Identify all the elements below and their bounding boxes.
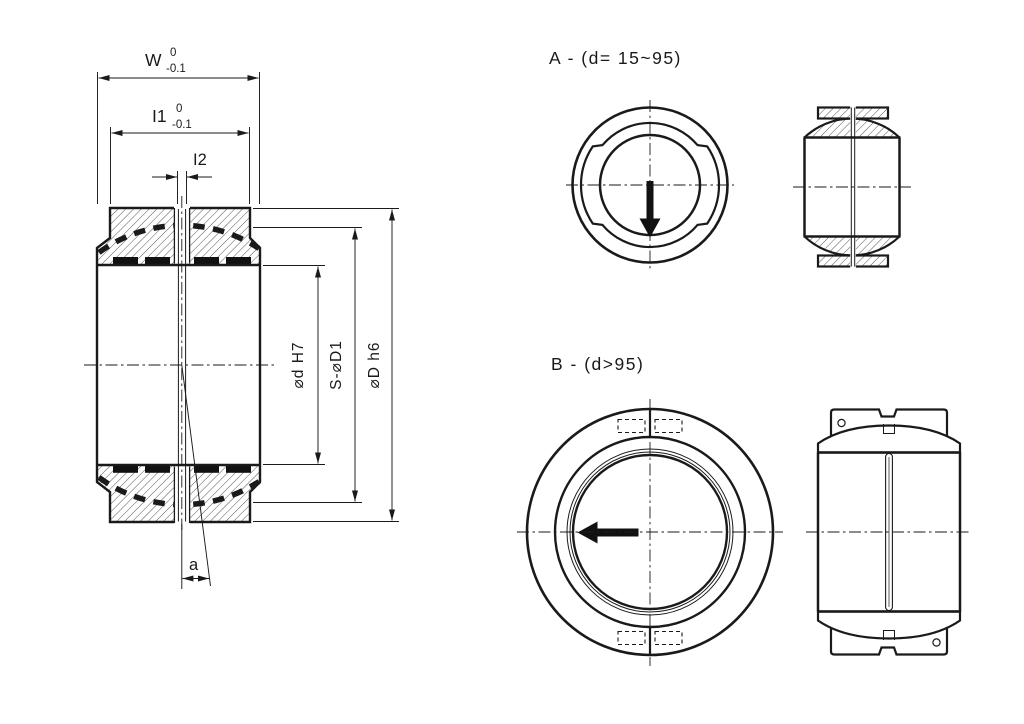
dim-i2-label: I2 [193,151,207,169]
main-section-view: a [84,196,276,589]
tilt-line [181,364,211,587]
dim-sphere-label: S-⌀D1 [328,340,345,390]
b-pin-hole-top [837,418,846,428]
body-outline [95,206,262,524]
a-outer-ring-bore-contour [579,121,721,249]
variant-a-side-view [793,106,911,268]
dim-bore: ⌀d H7 [263,265,325,465]
b-hidden-keys [617,418,683,646]
b-outer-ring-band-bottom [816,610,962,640]
b-pin-hole-bottom [932,638,941,647]
dim-width-w: W 0 -0.1 [97,47,260,204]
dim-w-label: W [145,50,162,70]
dim-i1-tol-upper: 0 [176,103,182,115]
dim-bore-label: ⌀d H7 [290,341,307,388]
dim-inner-width-i1: I1 0 -0.1 [110,103,250,204]
variant-b-front-view [517,399,783,666]
b-split-notch-bottom [883,630,895,640]
angle-label: a [189,556,199,574]
dim-groove-i2: I2 [152,151,212,204]
b-split-notch-top [883,424,895,434]
dim-w-tol-lower: -0.1 [166,63,186,75]
load-arrow-left-icon [577,521,639,544]
b-flange-top [829,408,949,446]
groove-gap-bottom [174,466,190,525]
dim-i1-tol-lower: -0.1 [172,119,192,131]
variant-b-side-view [806,408,972,656]
dim-sphere: S-⌀D1 [253,227,362,503]
variant-a-title: A - (d= 15~95) [549,48,682,68]
b-flange-bottom [829,618,949,656]
variant-a-front-view [566,100,734,271]
dim-i1-label: I1 [152,106,167,126]
b-outer-ring-band-top [816,424,962,454]
load-arrow-down-icon [639,181,661,238]
variant-b-title: B - (d>95) [551,354,644,374]
dim-w-tol-upper: 0 [170,47,176,59]
dim-od-label: ⌀D h6 [366,341,383,388]
dim-outer-diameter: ⌀D h6 [253,208,399,522]
liner-pads [113,257,251,473]
